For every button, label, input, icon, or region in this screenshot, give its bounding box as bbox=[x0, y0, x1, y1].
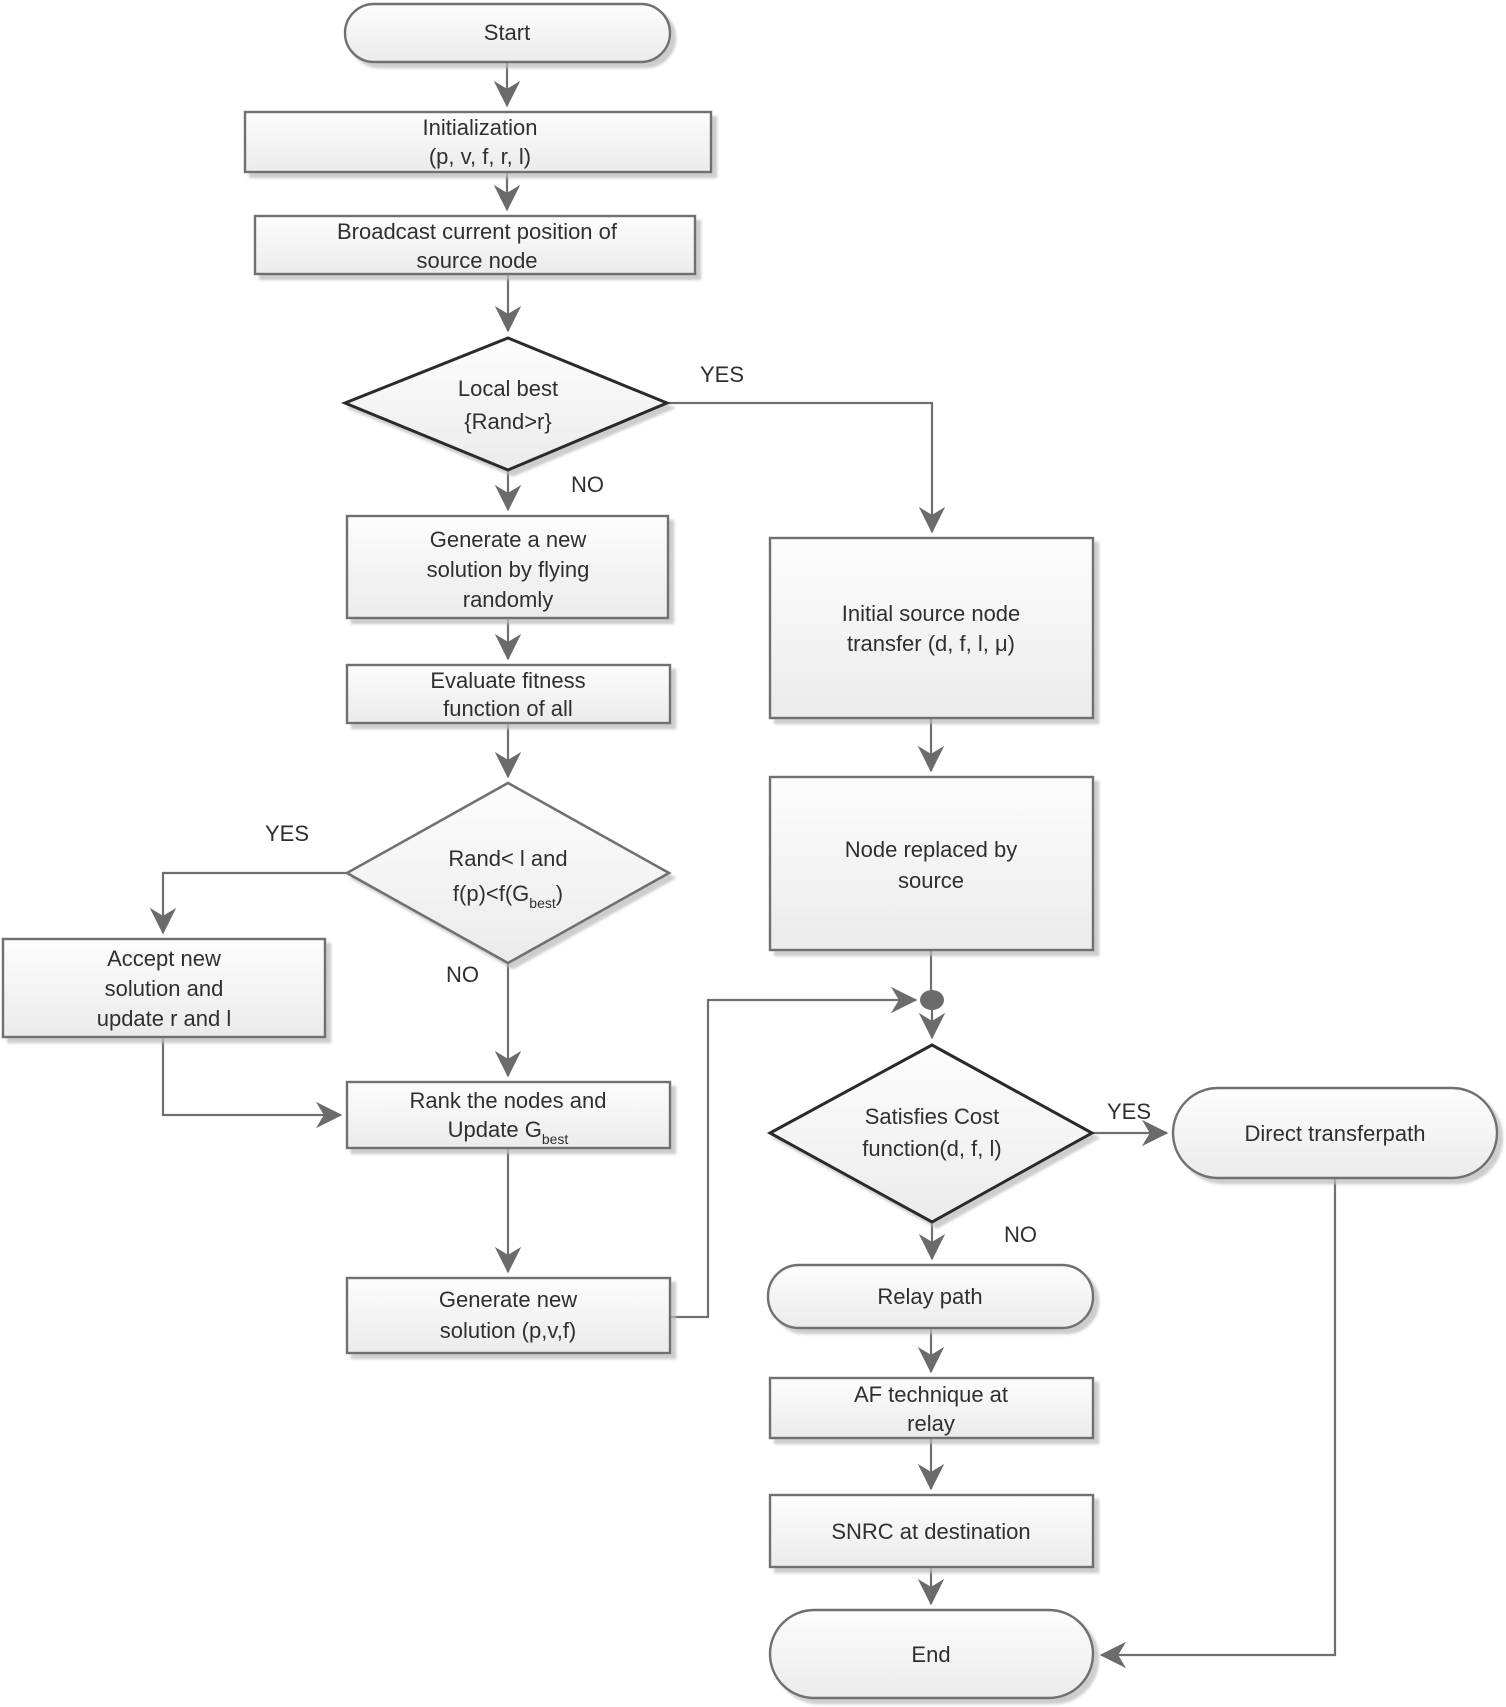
direct-transferpath-label: Direct transferpath bbox=[1245, 1121, 1426, 1146]
evaluate-fitness-process-shape bbox=[345, 663, 672, 725]
initialization-label-line2: (p, v, f, r, l) bbox=[429, 144, 531, 169]
label-randcheck-yes: YES bbox=[265, 821, 309, 846]
edge-accept-rank bbox=[161, 1037, 343, 1129]
start-terminator-shape bbox=[343, 2, 672, 64]
edge-direct-end bbox=[1099, 1178, 1337, 1669]
node-start: Start bbox=[343, 2, 672, 64]
label-satisfies-no: NO bbox=[1004, 1222, 1037, 1247]
relay-path-label: Relay path bbox=[877, 1284, 982, 1309]
node-local-best-decision: Local best {Rand>r} bbox=[341, 336, 671, 472]
satisfies-cost-label-line1: Satisfies Cost bbox=[865, 1104, 1000, 1129]
rand-check-diamond-shape bbox=[344, 781, 672, 965]
junction-dot bbox=[920, 990, 944, 1010]
initial-source-transfer-process-shape bbox=[768, 536, 1095, 720]
snrc-label: SNRC at destination bbox=[831, 1519, 1030, 1544]
node-initial-source-transfer: Initial source node transfer (d, f, l, μ… bbox=[768, 536, 1095, 720]
accept-solution-label-line1: Accept new bbox=[107, 946, 221, 971]
label-localbest-no: NO bbox=[571, 472, 604, 497]
accept-solution-label-line2: solution and bbox=[105, 976, 224, 1001]
af-technique-process-shape bbox=[768, 1376, 1095, 1440]
generate-random-label-line3: randomly bbox=[463, 587, 553, 612]
end-label: End bbox=[911, 1642, 950, 1667]
node-rand-check-decision: Rand< l and f(p)<f(Gbest) bbox=[344, 781, 672, 965]
generate-random-label-line1: Generate a new bbox=[430, 527, 587, 552]
generate-random-process-shape bbox=[345, 514, 670, 620]
label-randcheck-no: NO bbox=[446, 962, 479, 987]
node-generate-new-solution: Generate new solution (p,v,f) bbox=[345, 1276, 672, 1355]
af-technique-label-line1: AF technique at bbox=[854, 1382, 1008, 1407]
node-rank-nodes: Rank the nodes and Update Gbest bbox=[345, 1080, 672, 1150]
edge-labels: YES NO YES NO YES NO bbox=[265, 362, 1151, 1247]
initial-source-transfer-label-line2: transfer (d, f, l, μ) bbox=[847, 631, 1015, 656]
label-localbest-yes: YES bbox=[700, 362, 744, 387]
evaluate-fitness-label-line1: Evaluate fitness bbox=[430, 668, 585, 693]
accept-solution-process-shape bbox=[1, 937, 327, 1039]
rank-nodes-label-line1: Rank the nodes and bbox=[410, 1088, 607, 1113]
local-best-diamond-shape bbox=[341, 336, 671, 472]
start-label: Start bbox=[484, 20, 530, 45]
rank-nodes-line2-pre: Update G bbox=[448, 1117, 542, 1142]
node-end: End bbox=[768, 1608, 1095, 1700]
edge-randcheck-yes-accept bbox=[149, 871, 347, 935]
node-satisfies-cost-decision: Satisfies Cost function(d, f, l) bbox=[766, 1043, 1096, 1224]
broadcast-label-line1: Broadcast current position of bbox=[337, 219, 618, 244]
node-evaluate-fitness: Evaluate fitness function of all bbox=[345, 663, 672, 725]
initialization-label-line1: Initialization bbox=[423, 115, 538, 140]
af-technique-label-line2: relay bbox=[907, 1411, 955, 1436]
initialization-process-shape bbox=[243, 110, 713, 174]
local-best-label-line2: {Rand>r} bbox=[464, 409, 551, 434]
node-replaced-label-line2: source bbox=[898, 868, 964, 893]
initial-source-transfer-label-line1: Initial source node bbox=[842, 601, 1021, 626]
node-replaced-process-shape bbox=[768, 775, 1095, 952]
node-broadcast: Broadcast current position of source nod… bbox=[253, 214, 697, 276]
node-initialization: Initialization (p, v, f, r, l) bbox=[243, 110, 713, 174]
generate-new-solution-label-line2: solution (p,v,f) bbox=[440, 1318, 577, 1343]
generate-random-label-line2: solution by flying bbox=[427, 557, 590, 582]
rand-check-label-line2: f(p)<f(Gbest) bbox=[453, 881, 563, 911]
rand-check-line2-subscript: best bbox=[529, 895, 556, 911]
satisfies-cost-diamond-shape bbox=[766, 1043, 1096, 1224]
broadcast-process-shape bbox=[253, 214, 697, 276]
node-generate-random: Generate a new solution by flying random… bbox=[345, 514, 670, 620]
evaluate-fitness-label-line2: function of all bbox=[443, 696, 573, 721]
local-best-label-line1: Local best bbox=[458, 376, 558, 401]
satisfies-cost-label-line2: function(d, f, l) bbox=[862, 1136, 1001, 1161]
accept-solution-label-line3: update r and l bbox=[97, 1006, 232, 1031]
generate-new-solution-process-shape bbox=[345, 1276, 672, 1355]
edge-localbest-yes-initialtransfer bbox=[667, 401, 946, 534]
rank-nodes-process-shape bbox=[345, 1080, 672, 1150]
relay-path-terminator-shape bbox=[766, 1263, 1095, 1330]
broadcast-label-line2: source node bbox=[416, 248, 537, 273]
node-replaced-label-line1: Node replaced by bbox=[845, 837, 1017, 862]
rand-check-line2-post: ) bbox=[556, 881, 563, 906]
end-terminator-shape bbox=[768, 1608, 1095, 1700]
edges bbox=[149, 62, 1337, 1669]
node-af-technique: AF technique at relay bbox=[768, 1376, 1095, 1440]
rank-nodes-line2-subscript: best bbox=[542, 1131, 569, 1147]
node-node-replaced: Node replaced by source bbox=[768, 775, 1095, 952]
node-snrc: SNRC at destination bbox=[768, 1493, 1095, 1569]
node-relay-path: Relay path bbox=[766, 1263, 1095, 1330]
node-direct-transferpath: Direct transferpath bbox=[1171, 1086, 1499, 1180]
rand-check-label-line1: Rand< l and bbox=[448, 846, 567, 871]
snrc-process-shape bbox=[768, 1493, 1095, 1569]
edge-generatenew-junction bbox=[670, 986, 918, 1319]
node-accept-solution: Accept new solution and update r and l bbox=[1, 937, 327, 1039]
direct-transferpath-terminator-shape bbox=[1171, 1086, 1499, 1180]
rand-check-line2-pre: f(p)<f(G bbox=[453, 881, 529, 906]
label-satisfies-yes: YES bbox=[1107, 1099, 1151, 1124]
rank-nodes-label-line2: Update Gbest bbox=[448, 1117, 569, 1147]
generate-new-solution-label-line1: Generate new bbox=[439, 1287, 577, 1312]
